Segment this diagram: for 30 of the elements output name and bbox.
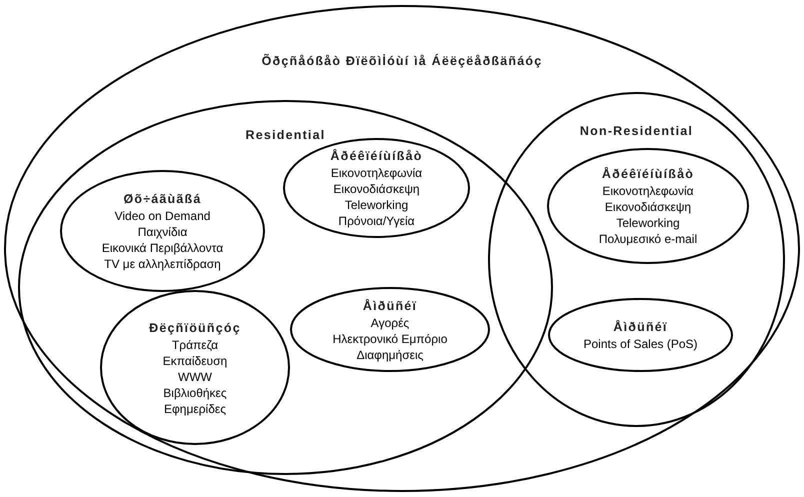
service-item: Εικονοτηλεφωνία [330, 165, 422, 181]
service-item: Εκπαίδευση [162, 352, 228, 368]
service-item: Πολυμεσικό e-mail [598, 231, 698, 247]
group-heading: Åìðüñéï [362, 298, 418, 314]
group-heading: Residential [246, 127, 326, 144]
service-item: Εικονοδιάσκεψη [333, 181, 420, 197]
service-item: Παιχνίδια [138, 224, 188, 240]
service-item: TV με αλληλεπίδραση [104, 256, 221, 272]
service-item: Ηλεκτρονικό Εμπόριο [332, 330, 448, 346]
service-item: Εικονοτηλεφωνία [602, 183, 694, 199]
service-item: Teleworking [616, 215, 680, 231]
group-heading: Non-Residential [580, 123, 694, 140]
service-item: Τράπεζα [172, 336, 218, 352]
service-item: Video on Demand [114, 208, 210, 224]
group-heading: Ðëçñïöüñçóç [149, 320, 241, 336]
service-item: Εικονοδιάσκεψη [604, 199, 692, 215]
group-heading: Õðçñåóßåò Ðïëõìİóùí ìå Áëëçëåðßäñáóç [262, 52, 542, 70]
service-item: Εφημερίδες [164, 400, 226, 416]
service-item: WWW [178, 368, 212, 384]
group-heading: Åìðüñéï [613, 319, 668, 336]
service-item: Πρόνοια/Υγεία [338, 213, 415, 229]
service-item: Αγορές [370, 314, 410, 330]
service-item: Points of Sales (PoS) [583, 336, 698, 352]
group-heading: Åðéêïéíùíßåò [330, 148, 423, 165]
group-heading: Åðéêïéíùíßåò [602, 166, 694, 183]
service-item: Teleworking [344, 197, 408, 213]
service-item: Βιβλιοθήκες [163, 384, 227, 400]
group-heading: Øõ÷áãùãßá [123, 191, 202, 208]
service-item: Εικονικά Περιβάλλοντα [102, 240, 224, 256]
service-item: Διαφημήσεις [356, 346, 424, 362]
